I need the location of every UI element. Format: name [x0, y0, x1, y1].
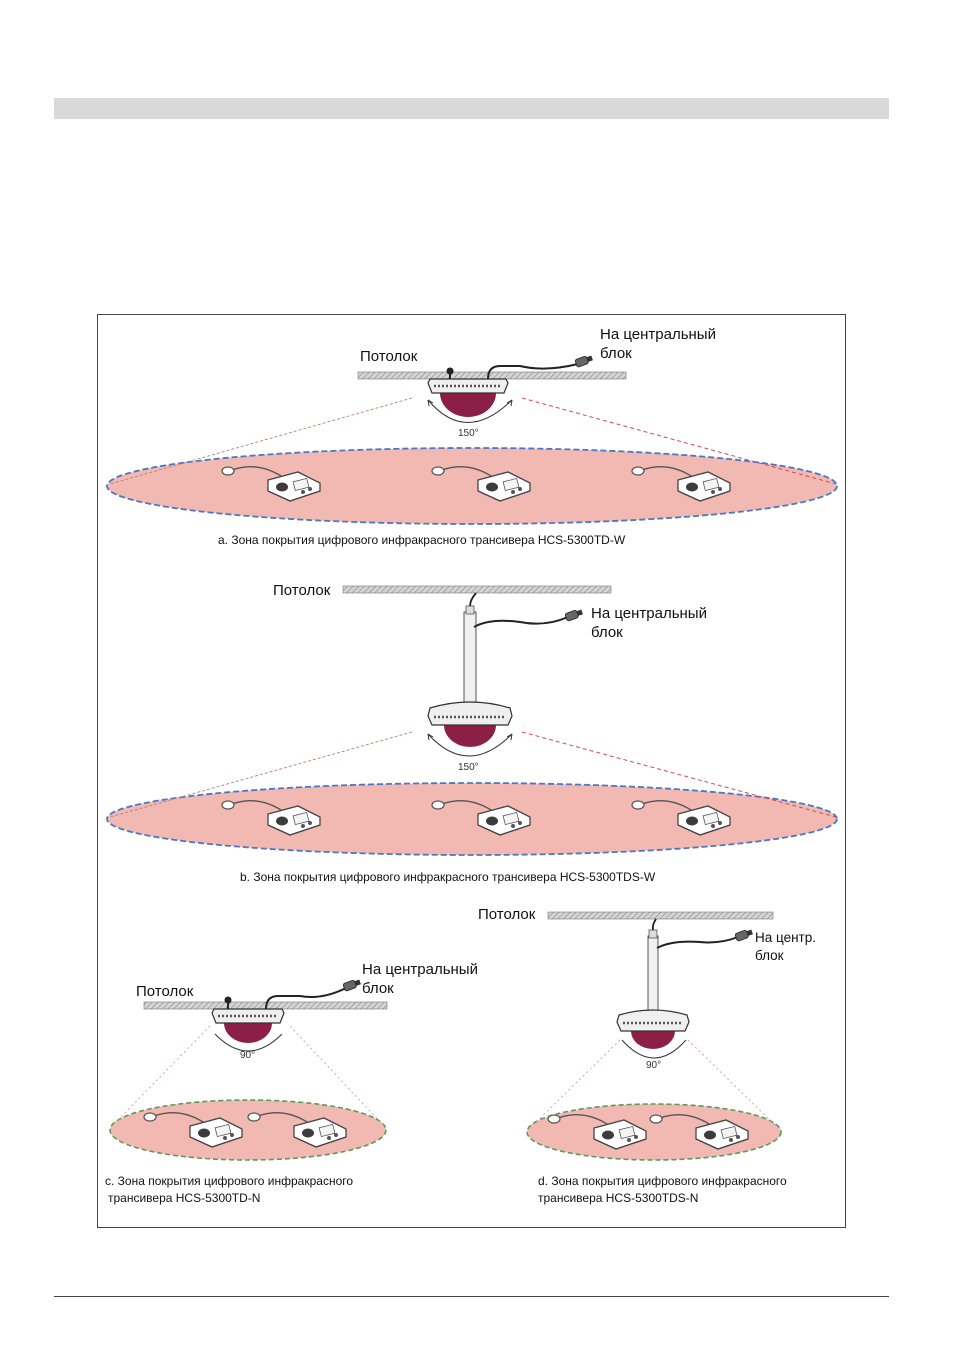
footer-rule — [54, 1296, 889, 1297]
cable-label-line1: На центральный — [600, 326, 716, 343]
cable-label-line1: На центральный — [362, 961, 478, 978]
beam-left-a — [109, 397, 413, 485]
angle-arc-d — [621, 1039, 687, 1059]
cable-d — [656, 936, 739, 949]
panel-b: Потолок На центральный блок 150° b. Зона… — [106, 582, 838, 884]
angle-label: 90° — [240, 1050, 255, 1061]
ceiling-d — [547, 911, 774, 920]
caption-c-line1: c. Зона покрытия цифрового инфракрасного — [105, 1174, 353, 1188]
figure-frame — [97, 314, 846, 1228]
cable-label-line2: блок — [755, 948, 784, 963]
panel-a: Потолок На центральный блок 150° a. Зона… — [106, 326, 838, 547]
plug-icon — [734, 927, 754, 942]
caption-d-line2: трансивера HCS-5300TDS-N — [538, 1191, 698, 1205]
angle-label: 150° — [458, 428, 479, 439]
cable-label-line1: На центральный — [591, 605, 707, 622]
cable-c — [265, 987, 347, 1010]
beam-left-c — [111, 1025, 211, 1127]
transceiver-c — [210, 1007, 286, 1045]
plug-icon — [342, 977, 362, 992]
ceiling-label: Потолок — [273, 582, 331, 599]
cable-label-line2: блок — [591, 624, 623, 641]
caption-d-line1: d. Зона покрытия цифрового инфракрасного — [538, 1174, 787, 1188]
ceiling-b — [342, 585, 612, 594]
caption-b: b. Зона покрытия цифрового инфракрасного… — [240, 870, 656, 884]
transceiver-b — [426, 700, 514, 749]
section-header-bar — [54, 98, 889, 119]
angle-label: 90° — [646, 1060, 661, 1071]
angle-arc-c — [214, 1033, 283, 1052]
pendant-pole-b — [463, 611, 477, 703]
plug-icon — [574, 353, 594, 368]
caption-a: a. Зона покрытия цифрового инфракрасного… — [218, 533, 626, 547]
pendant-pole-d — [647, 935, 659, 1013]
plug-icon — [564, 607, 584, 622]
angle-label: 150° — [458, 762, 479, 773]
cable-label-line1: На центр. — [755, 930, 816, 945]
transceiver-d — [615, 1008, 691, 1051]
cable-b — [473, 616, 569, 628]
caption-c-line2: трансивера HCS-5300TD-N — [108, 1191, 260, 1205]
beam-left-d — [529, 1039, 621, 1129]
panel-d: Потолок На центр. блок 90° d. Зона покры… — [478, 906, 816, 1205]
beam-left-b — [109, 731, 413, 818]
beam-right-a — [521, 397, 837, 485]
ceiling-label: Потолок — [136, 983, 194, 1000]
cable-label-line2: блок — [362, 980, 394, 997]
panel-c: Потолок На центральный блок 90° c. Зона … — [105, 961, 478, 1205]
cable-label-line2: блок — [600, 345, 632, 362]
ceiling-a — [357, 371, 627, 380]
beam-right-b — [521, 731, 837, 818]
ceiling-label: Потолок — [360, 348, 418, 365]
cable-a — [487, 363, 579, 380]
beam-right-d — [687, 1039, 779, 1129]
angle-arc-a — [427, 399, 513, 423]
angle-arc-b — [427, 733, 513, 757]
ceiling-label: Потолок — [478, 906, 536, 923]
